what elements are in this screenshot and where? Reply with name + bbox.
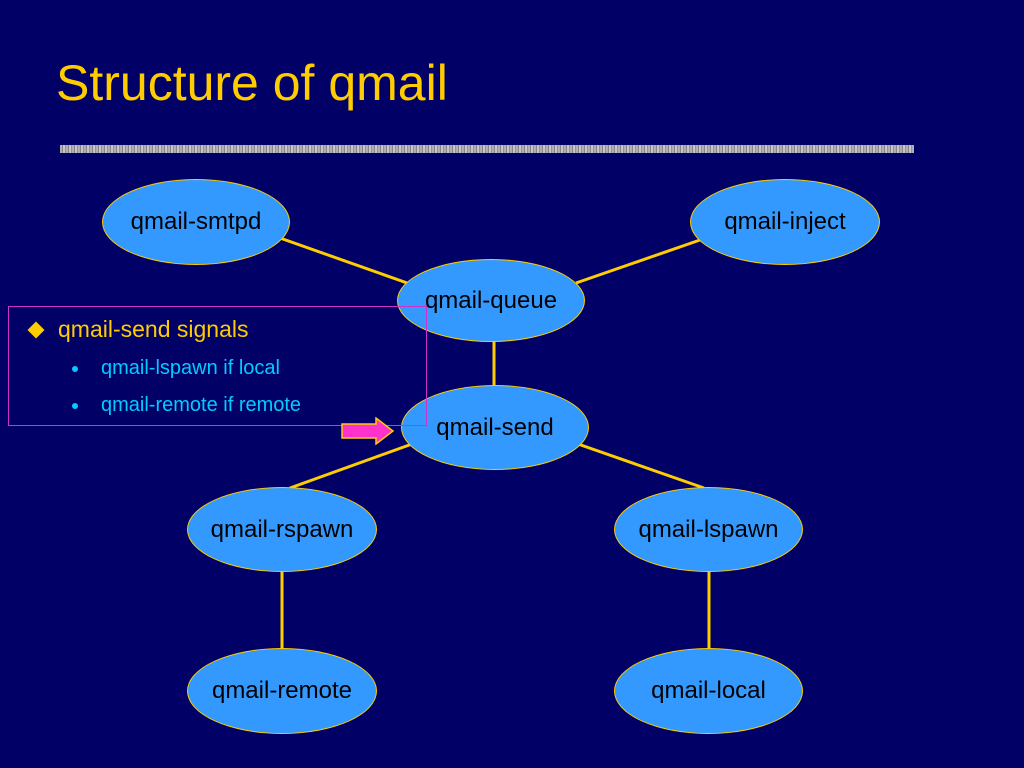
node-qmail-remote: qmail-remote (187, 648, 377, 734)
node-label: qmail-queue (424, 286, 558, 314)
node-qmail-rspawn: qmail-rspawn (187, 487, 377, 572)
node-label: qmail-smtpd (130, 208, 262, 235)
dot-bullet-icon (72, 365, 78, 372)
node-label: qmail-rspawn (210, 515, 354, 543)
callout-item-text: qmail-lspawn if local (101, 357, 280, 379)
node-label: qmail-lspawn (638, 515, 779, 543)
node-qmail-lspawn: qmail-lspawn (614, 487, 803, 572)
slide-title: Structure of qmail (56, 55, 448, 111)
node-label: qmail-local (651, 677, 766, 704)
callout-item-text: qmail-remote if remote (101, 394, 302, 416)
node-qmail-send: qmail-send (401, 385, 589, 470)
node-label: qmail-inject (724, 208, 846, 235)
title-divider (60, 145, 914, 153)
node-qmail-queue: qmail-queue (397, 259, 585, 342)
callout-heading-text: qmail-send signals (58, 316, 249, 342)
node-qmail-inject: qmail-inject (690, 179, 880, 265)
node-qmail-local: qmail-local (614, 648, 803, 734)
callout-item: qmail-remote if remote (72, 394, 301, 417)
edge-inject-queue (575, 238, 701, 285)
edge-send-lspawn (577, 442, 705, 490)
node-label: qmail-send (436, 413, 554, 441)
edge-send-rspawn (289, 442, 413, 490)
edge-smtpd-queue (279, 236, 411, 286)
diamond-bullet-icon (27, 321, 45, 338)
right-arrow-icon (341, 417, 395, 445)
dot-bullet-icon (72, 402, 78, 409)
callout-heading: qmail-send signals (26, 316, 248, 343)
callout-box (8, 306, 427, 426)
node-label: qmail-remote (211, 677, 353, 704)
node-qmail-smtpd: qmail-smtpd (102, 179, 290, 265)
callout-item: qmail-lspawn if local (72, 357, 280, 380)
